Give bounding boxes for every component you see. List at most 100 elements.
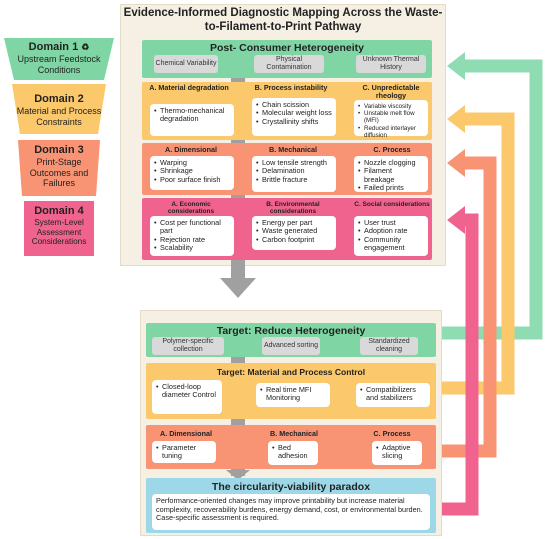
list-item: Waste generated [256, 226, 332, 235]
domain1-title: Domain 1 ♻ [28, 41, 90, 53]
target-print-list-a: Parameter tuning [156, 443, 212, 461]
system-list-a: Cost per functional partRejection rateSc… [154, 218, 230, 252]
target-print-card-c: Adaptive slicing [372, 441, 422, 465]
target-material-list-c: Compatibilizers and stabilizers [360, 385, 426, 403]
list-item: Thermo-mechanical degradation [154, 106, 230, 124]
list-item: Community engagement [358, 235, 424, 253]
paradox-title: The circularity-viability paradox [211, 481, 371, 493]
arrowhead-domain3 [447, 149, 465, 177]
list-item: Molecular weight loss [256, 108, 332, 117]
list-item: Failed prints [358, 183, 424, 192]
material-header-a: A. Material degradation [149, 83, 229, 92]
list-item: Compatibilizers and stabilizers [360, 385, 426, 403]
feedback-arrow-domain3 [410, 156, 497, 458]
target-print-header-b: B. Mechanical [270, 429, 318, 438]
list-item: Scalability [154, 243, 230, 252]
domain2-shape [12, 84, 106, 134]
list-item: Real time MFI Monitoring [260, 385, 326, 403]
list-item: Warping [154, 158, 230, 167]
target-material-title: Target: Material and Process Control [216, 367, 366, 377]
list-item: Adoption rate [358, 226, 424, 235]
arrowhead-domain1 [447, 52, 465, 80]
domain4-subtitle: System-Level Assessment Considerations [31, 218, 87, 246]
list-item: Adaptive slicing [376, 443, 418, 461]
print-header-c: C. Process [373, 145, 411, 154]
list-item: Reduced interlayer diffusion [358, 125, 424, 139]
domain3-title: Domain 3 [34, 144, 84, 156]
material-card-b: Chain scissionMolecular weight lossCryst… [252, 98, 336, 136]
domain3-shape [18, 140, 100, 196]
recycle-bin-icon: ♻ [81, 42, 90, 52]
domain1-shape [4, 38, 114, 80]
material-header-b: B. Process instability [254, 83, 328, 92]
list-item: Filament breakage [358, 167, 424, 184]
print-card-b: Low tensile strengthDelaminationBrittle … [252, 156, 336, 192]
target-print-list-b: Bed adhesion [272, 443, 314, 461]
list-item: Carbon footprint [256, 235, 332, 244]
domain2-title: Domain 2 [34, 93, 84, 105]
target-heterogeneity-title: Target: Reduce Heterogeneity [216, 325, 366, 337]
domain1-subtitle: Upstream Feedstock Conditions [17, 54, 101, 75]
list-item: Variable viscosity [358, 103, 424, 110]
list-item: Nozzle clogging [358, 158, 424, 167]
target-material-card-a: Closed-loop diameter Control [152, 380, 222, 414]
system-card-c: User trustAdoption rateCommunity engagem… [354, 216, 428, 256]
flow-arrow-paradox [226, 470, 250, 480]
heterogeneity-title: Post- Consumer Heterogeneity [209, 42, 365, 54]
print-card-a: WarpingShrinkagePoor surface finish [150, 156, 234, 190]
diagram-title: Evidence-Informed Diagnostic Mapping Acr… [123, 7, 443, 33]
feedback-arrow-domain1 [384, 59, 543, 340]
list-item: Low tensile strength [256, 158, 332, 167]
pill-standardized-cleaning: Standardized cleaning [360, 337, 418, 355]
domain4-label: Domain 4 System-Level Assessment Conside… [24, 205, 94, 247]
target-material-card-b: Real time MFI Monitoring [256, 383, 330, 407]
domain3-label: Domain 3 Print-Stage Outcomes and Failur… [20, 144, 98, 189]
domain4-shape [24, 201, 94, 256]
domain1-label: Domain 1 ♻ Upstream Feedstock Conditions [4, 41, 114, 75]
target-print-list-c: Adaptive slicing [376, 443, 418, 461]
list-item: Parameter tuning [156, 443, 212, 461]
system-header-c: C. Social considerations [354, 201, 430, 208]
list-item: Bed adhesion [272, 443, 314, 461]
list-item: Rejection rate [154, 235, 230, 244]
print-list-c: Nozzle cloggingFilament breakageFailed p… [358, 158, 424, 192]
system-header-b: B. Environmental considerations [266, 201, 320, 216]
target-print-card-a: Parameter tuning [152, 441, 216, 463]
print-header-a: A. Dimensional [165, 145, 217, 154]
material-header-c: C. Unpredictable rheology [362, 83, 420, 100]
pill-chemical-variability: Chemical Variability [154, 55, 218, 73]
arrowhead-domain2 [447, 105, 465, 133]
list-item: User trust [358, 218, 424, 227]
pill-polymer-specific-collection: Polymer-specific collection [152, 337, 224, 355]
material-list-c: Variable viscosityUnstable melt flow (MF… [358, 103, 424, 139]
arrowhead-domain4 [447, 206, 465, 234]
target-print-card-b: Bed adhesion [268, 441, 318, 465]
domain2-subtitle: Material and Process Constraints [16, 106, 102, 127]
system-list-b: Energy per partWaste generatedCarbon foo… [256, 218, 332, 244]
pill-unknown-thermal-history: Unknown Thermal History [356, 55, 426, 73]
feedback-arrow-domain2 [384, 112, 515, 395]
domain-shapes [4, 38, 114, 256]
pill-physical-contamination: Physical Contamination [254, 55, 324, 73]
list-item: Crystallinity shifts [256, 117, 332, 126]
target-print-header-c: C. Process [373, 429, 411, 438]
material-card-c: Variable viscosityUnstable melt flow (MF… [354, 100, 428, 139]
list-item: Brittle fracture [256, 175, 332, 184]
print-header-b: B. Mechanical [269, 145, 317, 154]
print-card-c: Nozzle cloggingFilament breakageFailed p… [354, 156, 428, 192]
paradox-text-box: Performance-oriented changes may improve… [152, 494, 430, 530]
list-item: Energy per part [256, 218, 332, 227]
system-card-b: Energy per partWaste generatedCarbon foo… [252, 216, 336, 250]
list-item: Closed-loop diameter Control [156, 382, 218, 400]
list-item: Delamination [256, 166, 332, 175]
domain2-label: Domain 2 Material and Process Constraint… [14, 93, 104, 127]
list-item: Chain scission [256, 100, 332, 109]
target-material-list-a: Closed-loop diameter Control [156, 382, 218, 400]
target-print-header-a: A. Dimensional [160, 429, 212, 438]
flow-arrow-down [220, 278, 256, 298]
pill-advanced-sorting: Advanced sorting [262, 337, 320, 355]
system-card-a: Cost per functional partRejection rateSc… [150, 216, 234, 256]
system-list-c: User trustAdoption rateCommunity engagem… [358, 218, 424, 253]
material-list-b: Chain scissionMolecular weight lossCryst… [256, 100, 332, 126]
list-item: Unstable melt flow (MFI) [358, 110, 424, 124]
